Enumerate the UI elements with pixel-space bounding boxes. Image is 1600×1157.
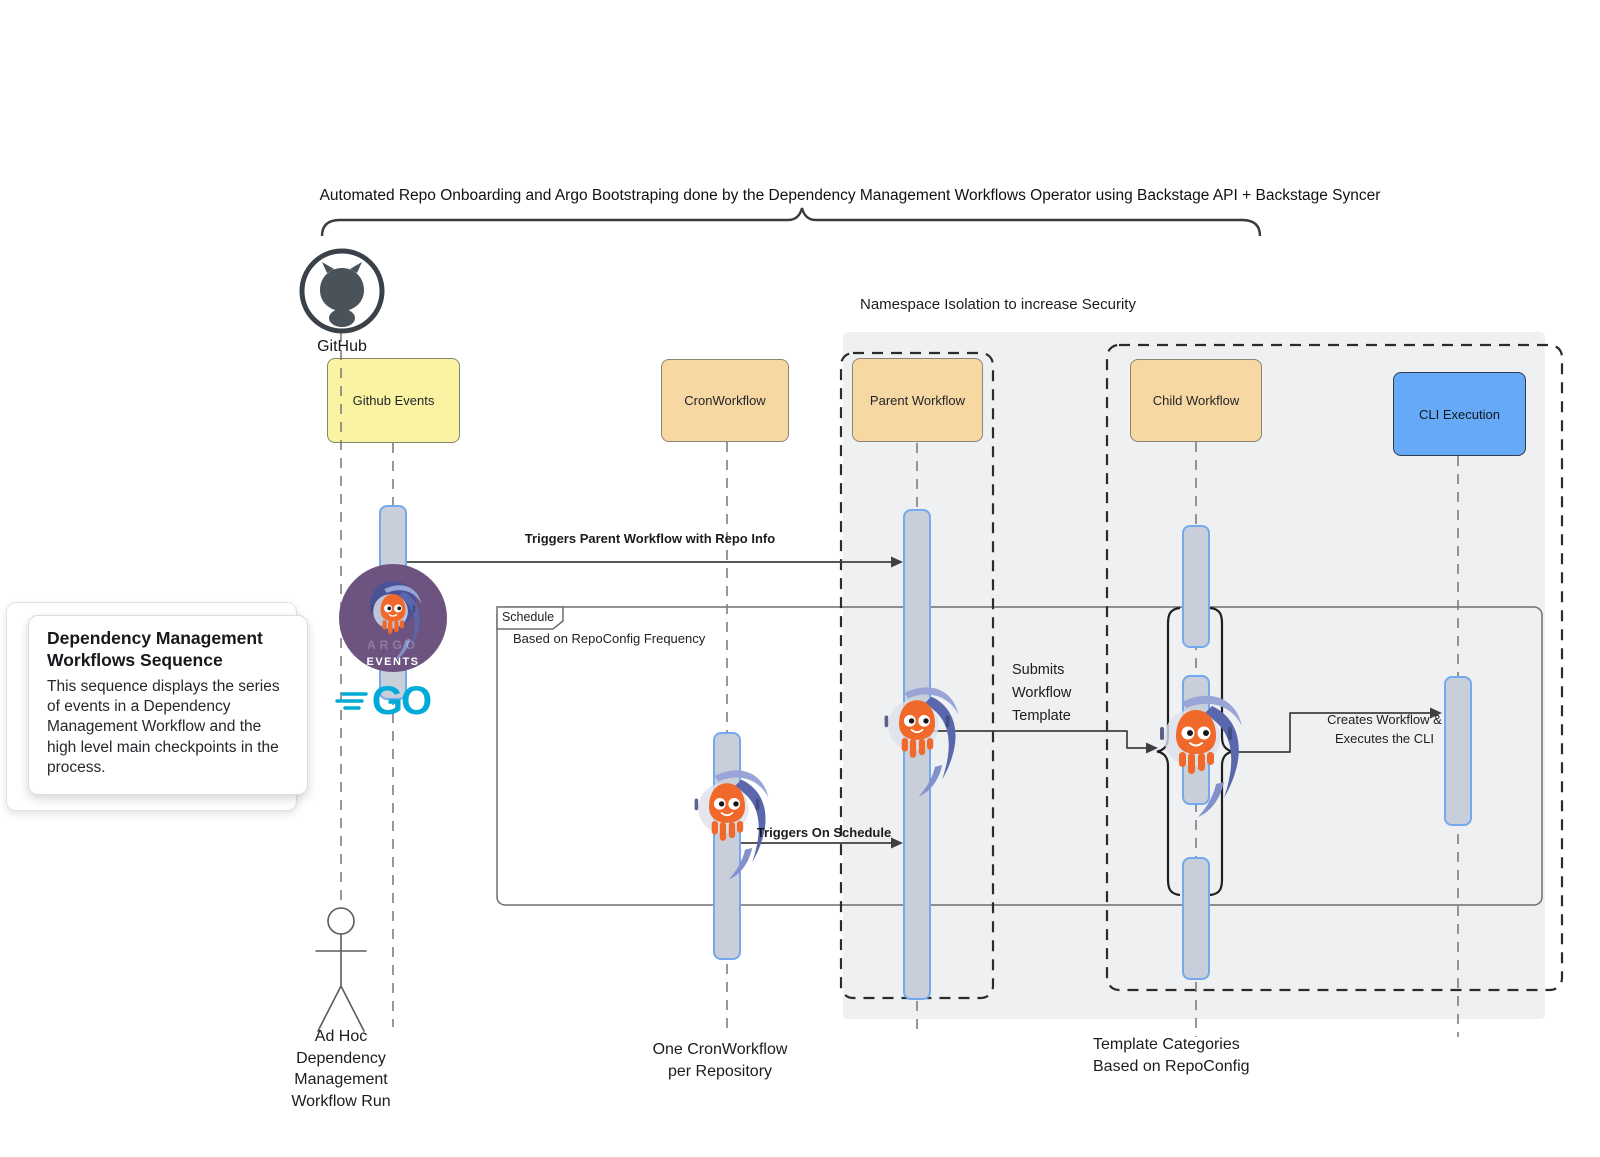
schedule-frame-note: Based on RepoConfig Frequency [513,631,706,646]
info-card: Dependency Management Workflows Sequence… [28,615,308,795]
participant-parent-workflow-label: Parent Workflow [869,392,966,408]
message-create-workflow: Creates Workflow & Executes the CLI [1327,712,1442,746]
events-badge-label: EVENTS [366,656,419,668]
top-brace [320,207,1262,237]
child-workflow-namespace-box [1105,343,1564,992]
activation-child-workflow-3 [1182,857,1210,980]
message-trigger-schedule: Triggers On Schedule [756,825,892,840]
participant-cli-execution: CLI Execution [1393,372,1526,456]
argo-logo-child [1159,694,1243,818]
participant-github-events: Github Events [327,358,460,443]
adhoc-actor-figure [315,907,367,1032]
one-cronworkflow-note: One CronWorkflow per Repository [652,1041,788,1080]
github-icon [299,248,385,334]
arrow-heads [891,556,1442,849]
info-card-title: Dependency Management Workflows Sequence [47,628,263,671]
participant-github-events-label: Github Events [352,393,435,408]
template-categories-note: Template Categories Based on RepoConfig [1093,1036,1250,1075]
message-arrows [407,561,1430,844]
participant-cli-execution-label: CLI Execution [1419,406,1500,422]
message-submit-template: Submits Workflow Template [1012,662,1072,724]
go-logo: GO [335,679,433,723]
left-brace [1156,606,1181,897]
github-label: GitHub [317,338,367,355]
participant-cronworkflow-label: CronWorkflow [684,393,766,408]
participant-child-workflow-label: Child Workflow [1152,393,1240,408]
participant-cronworkflow: CronWorkflow [661,359,789,442]
activation-cronworkflow [713,732,741,960]
message-trigger-parent: Triggers Parent Workflow with Repo Info [524,531,776,546]
namespace-isolation-note: Namespace Isolation to increase Security [860,296,1136,313]
parent-workflow-namespace-box [839,351,995,1000]
schedule-frame-tab [496,606,564,630]
argo-brand-text: ARGO [367,638,419,652]
schedule-frame-label: Schedule [501,610,555,624]
arrow-submit-template [931,730,1146,749]
arrow-create-workflow [1233,712,1430,753]
info-card-body: This sequence displays the series of eve… [47,678,280,776]
go-logo-text: GO [372,679,431,723]
schedule-frame [496,606,1543,906]
activation-parent-workflow [903,509,931,1000]
adhoc-actor-label: Ad Hoc Dependency Management Workflow Ru… [291,1028,391,1110]
argo-events-badge: ARGO EVENTS [339,564,447,672]
diagram-title: Automated Repo Onboarding and Argo Boots… [319,187,1381,204]
argo-logo-parent [883,686,960,798]
participant-child-workflow: Child Workflow [1130,359,1262,442]
activation-cli-execution [1444,676,1472,826]
activation-child-workflow-1 [1182,525,1210,648]
participant-parent-workflow: Parent Workflow [852,358,983,442]
